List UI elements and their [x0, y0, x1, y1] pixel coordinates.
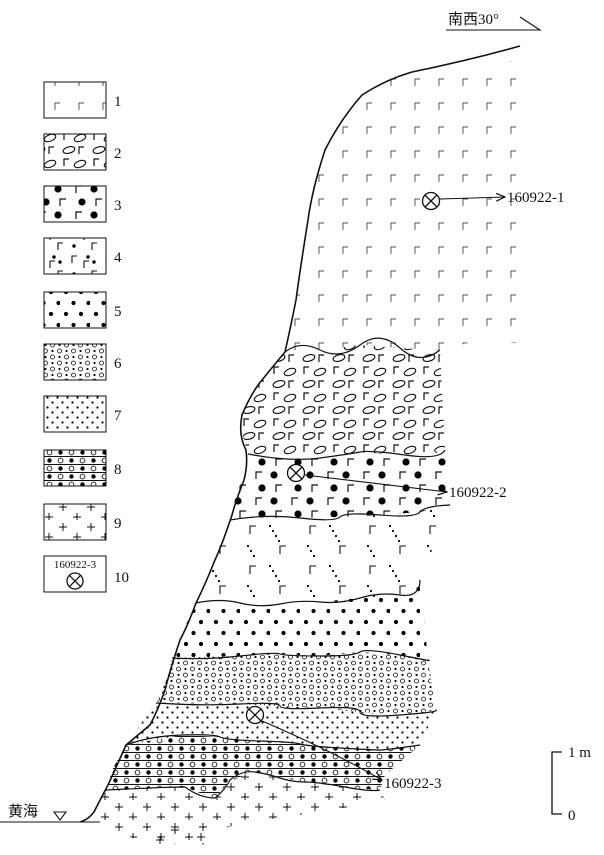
layer-fine-dots: [126, 703, 436, 750]
sea-level: 黄海: [0, 803, 100, 823]
legend-swatch-volcanic: [43, 81, 107, 119]
legend: 1 2 3 4 5 6 7 8: [43, 81, 129, 593]
legend-number: 7: [114, 408, 122, 424]
sample-pointer-arrow: [304, 474, 447, 492]
layer-lined-circles-dots: [106, 735, 420, 798]
legend-swatch-circles-dots: [43, 343, 107, 381]
orientation-label: 南西30°: [448, 11, 499, 28]
boundary-3-4: [229, 504, 451, 521]
layer-circles-dots: [156, 652, 436, 715]
cliff-profile: [79, 45, 521, 823]
boundary-2-3: [247, 449, 446, 460]
base-crosses: [156, 826, 205, 844]
layer-volcanic-large-dots: [230, 450, 450, 520]
geologic-section: 黄海: [0, 45, 525, 845]
samples: 160922-1 160922-2 160922-3: [245, 190, 565, 792]
legend-item-7: 7: [43, 395, 122, 433]
legend-swatch-volcanic-small-dots: [43, 237, 107, 275]
legend-sample-label: 160922-3: [54, 559, 97, 571]
orientation-mark: 南西30°: [446, 11, 542, 31]
sample-pointer-arrow: [439, 197, 505, 199]
legend-number: 6: [114, 356, 122, 372]
legend-number: 9: [114, 516, 122, 532]
layer-dots: [172, 580, 428, 660]
legend-item-6: 6: [43, 343, 122, 381]
legend-item-2: 2: [43, 133, 122, 171]
sample-symbol-icon: [66, 572, 84, 590]
scale-bottom-label: 0: [568, 808, 576, 824]
legend-swatch-volcanic-breccia: [43, 133, 107, 171]
boundary-5-6: [171, 649, 430, 662]
legend-swatch-crosses: [43, 503, 107, 541]
scale-top-label: 1 m: [568, 745, 591, 761]
sample-2: 160922-2: [286, 463, 507, 501]
boundary-7-8: [125, 734, 421, 751]
scale-bar: 1 m 0: [551, 745, 591, 824]
legend-number: 4: [114, 250, 122, 266]
sample-3: 160922-3: [245, 705, 442, 792]
legend-item-5: 5: [43, 291, 122, 329]
layer-boundaries: [105, 337, 451, 799]
legend-swatch-lined-circles-dots: [43, 449, 107, 487]
sample-label: 160922-3: [384, 776, 442, 792]
layer-volcanic-breccia: [240, 345, 445, 458]
legend-item-10: 160922-3 10: [43, 555, 129, 593]
legend-number: 1: [114, 94, 122, 110]
orientation-line-icon: [446, 16, 542, 31]
legend-swatch-fine-dots: [43, 395, 107, 433]
sample-symbol-icon: [245, 705, 265, 725]
legend-swatch-sample: [43, 555, 107, 593]
sample-symbol-icon: [421, 191, 441, 211]
water-level-icon: [52, 811, 68, 821]
layer-volcanic-top: [285, 60, 525, 352]
boundary-6-7: [155, 702, 437, 717]
sea-label: 黄海: [8, 803, 38, 820]
legend-item-1: 1: [43, 81, 122, 119]
layer-crosses: [88, 772, 385, 845]
sample-1: 160922-1: [421, 190, 565, 211]
sample-pointer-arrow: [261, 720, 382, 780]
sample-symbol-icon: [286, 463, 306, 483]
legend-number: 2: [114, 146, 122, 162]
legend-number: 8: [114, 462, 122, 478]
legend-number: 10: [114, 570, 129, 586]
legend-item-3: 3: [43, 185, 122, 223]
legend-item-8: 8: [43, 449, 122, 487]
sample-label: 160922-2: [449, 485, 507, 501]
legend-swatch-dots: [43, 291, 107, 329]
sample-label: 160922-1: [507, 190, 565, 206]
legend-swatch-volcanic-large-dots: [43, 185, 107, 223]
boundary-1-2: [284, 337, 441, 359]
legend-number: 3: [114, 198, 122, 214]
legend-number: 5: [114, 304, 122, 320]
boundary-8-9: [105, 771, 381, 799]
boundary-4-5: [195, 579, 421, 607]
legend-item-9: 9: [43, 503, 122, 541]
legend-item-4: 4: [43, 237, 122, 275]
layer-volcanic-dotlines: [196, 505, 450, 604]
